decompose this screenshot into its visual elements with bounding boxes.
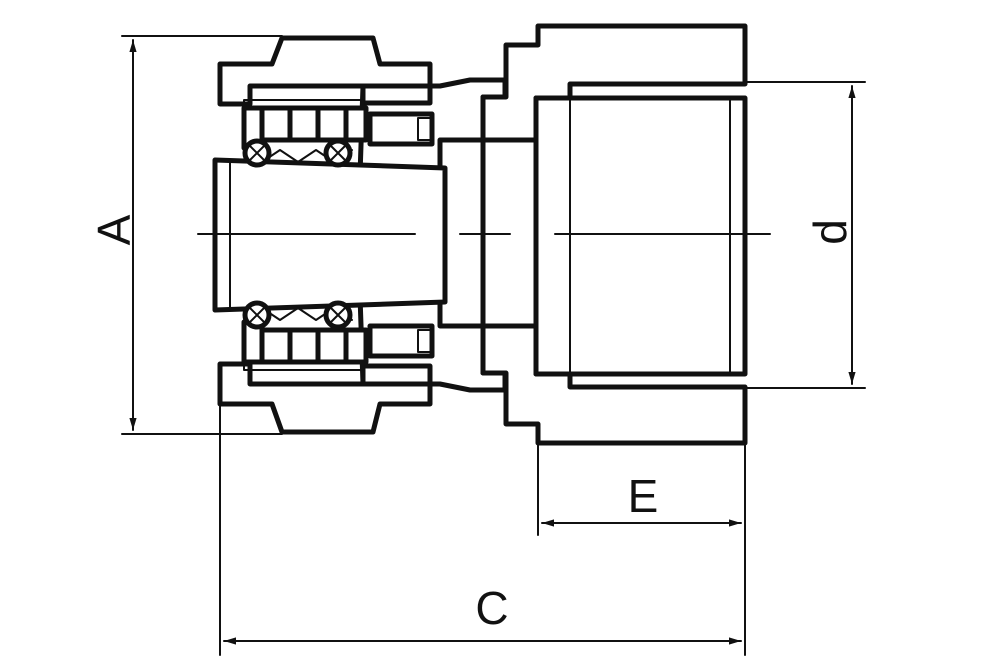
pipe-bore (212, 83, 748, 388)
dimension-c: C (223, 582, 742, 645)
dimension-d: d (804, 85, 856, 385)
dimension-e-label: E (628, 470, 659, 522)
grip-ring-bottom (241, 307, 369, 365)
dimension-d-label: d (804, 219, 856, 245)
extension-lines (121, 35, 866, 656)
dimension-e: E (541, 470, 742, 527)
dimension-c-label: C (475, 582, 508, 634)
dimension-a: A (88, 39, 140, 431)
o-ring-seals (242, 111, 435, 359)
dimension-a-label: A (88, 214, 140, 245)
